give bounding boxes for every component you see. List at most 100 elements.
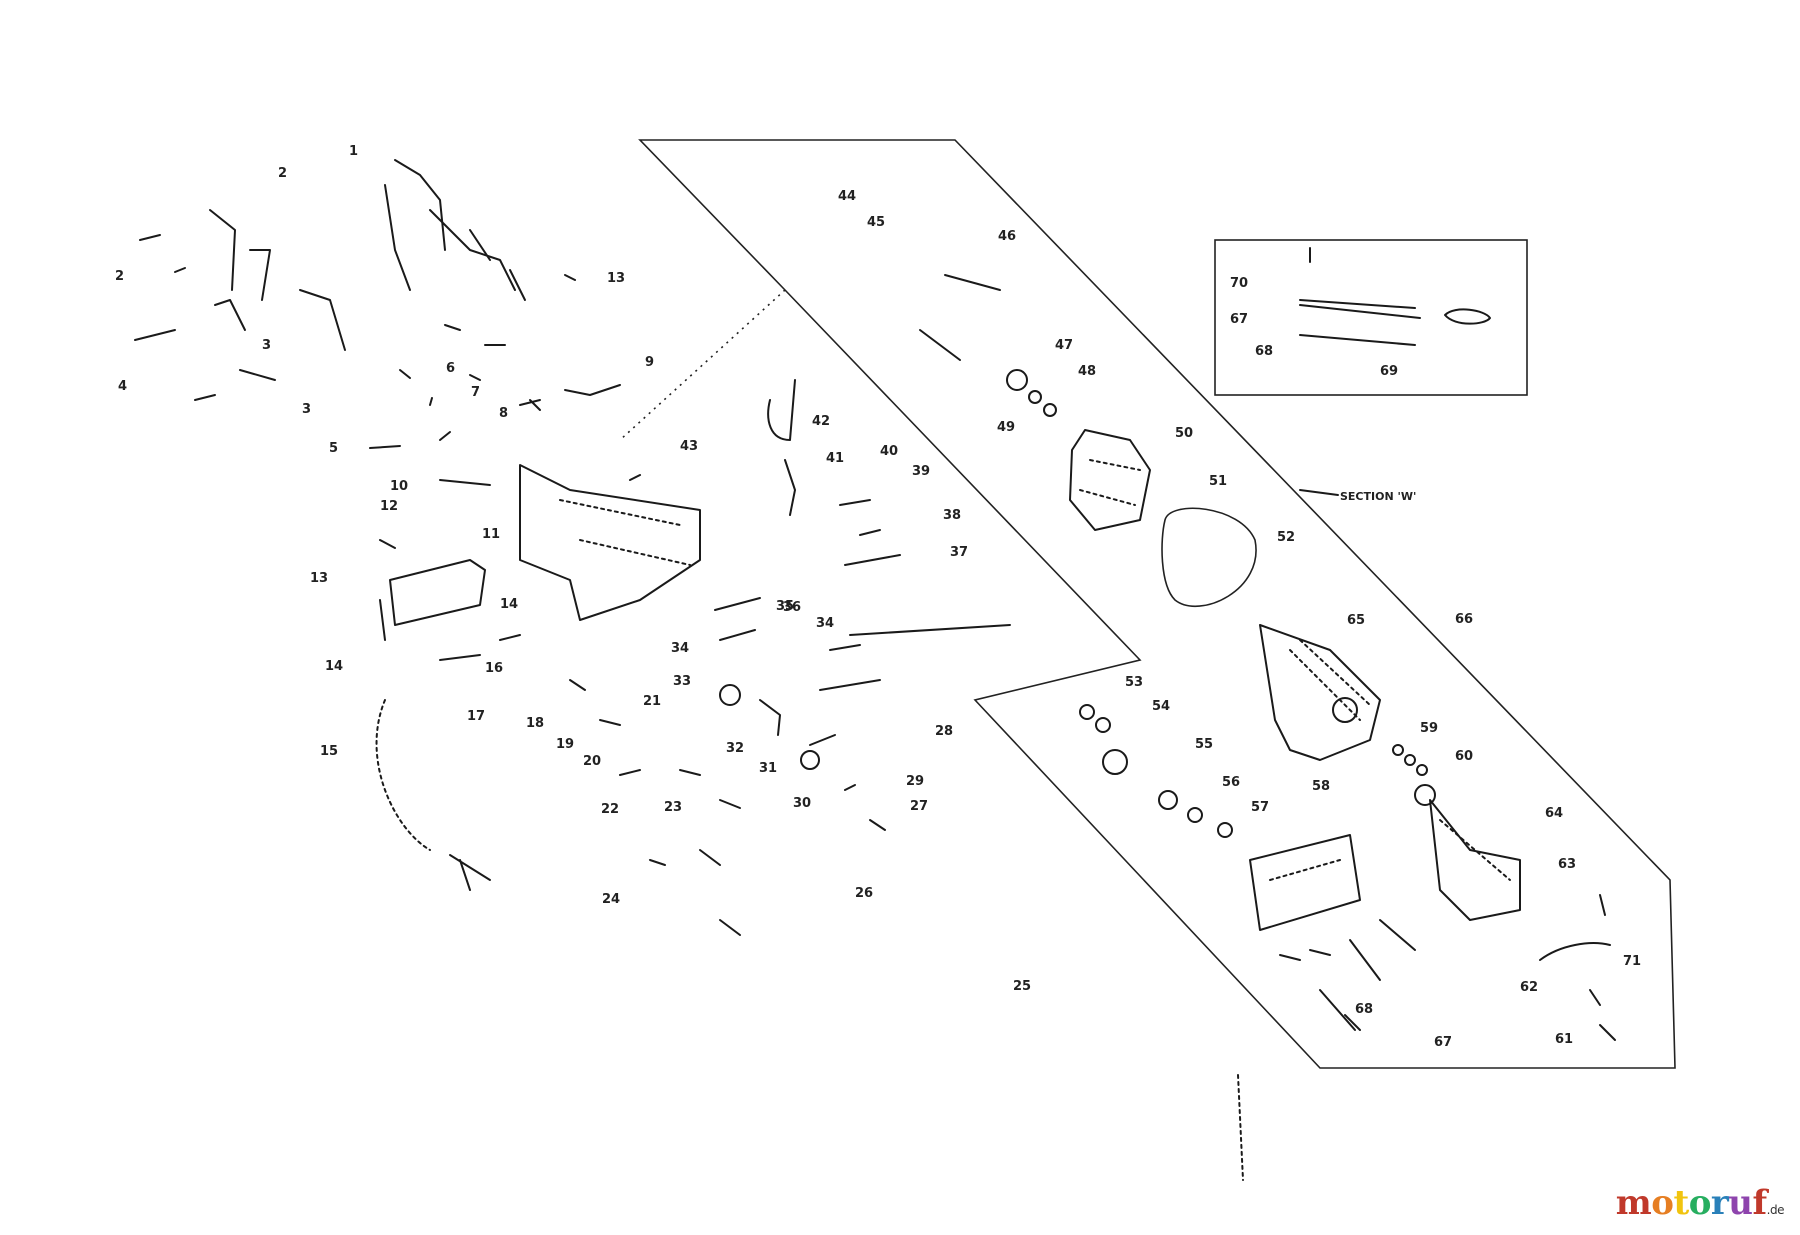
callout-25: 25	[1013, 979, 1031, 994]
callout-58: 58	[1312, 779, 1330, 794]
callout-48: 48	[1078, 364, 1096, 379]
inset-callout-68: 68	[1255, 344, 1273, 359]
motoruf-logo: motoruf.de	[1616, 1183, 1785, 1223]
callout-64b: 65	[1347, 613, 1365, 628]
callout-8: 8	[499, 406, 508, 421]
callout-3b: 3	[302, 402, 311, 417]
callout-15: 15	[320, 744, 338, 759]
inset-callout-70: 70	[1230, 276, 1248, 291]
callout-17: 17	[467, 709, 485, 724]
callout-labels: 1 2 2 3 3 4 5 6 7 8 9 10 11 12 13 13 14 …	[115, 144, 1641, 1050]
callout-23: 23	[664, 800, 682, 815]
vertical-leader-line	[1237, 1074, 1244, 1181]
callout-13a: 13	[310, 571, 328, 586]
callout-2a: 2	[278, 166, 287, 181]
callout-27: 27	[910, 799, 928, 814]
logo-letter: r	[1710, 1183, 1729, 1223]
logo-text: motoruf	[1616, 1183, 1767, 1223]
inset-callout-67: 67	[1230, 312, 1248, 327]
inset-callout-69: 69	[1380, 364, 1398, 379]
callout-45: 45	[867, 215, 885, 230]
callout-26: 26	[855, 886, 873, 901]
logo-letter: m	[1615, 1183, 1652, 1223]
callout-40: 40	[880, 444, 898, 459]
callout-66: 67	[1434, 1035, 1452, 1050]
callout-21: 21	[643, 694, 661, 709]
callout-44: 44	[838, 189, 856, 204]
callout-51: 51	[1209, 474, 1227, 489]
callout-59: 59	[1420, 721, 1438, 736]
section-w-label: SECTION 'W'	[1340, 490, 1416, 503]
callout-43: 43	[680, 439, 698, 454]
callout-13b: 13	[607, 271, 625, 286]
callout-28: 28	[935, 724, 953, 739]
callout-63: 63	[1558, 857, 1576, 872]
callout-29: 29	[906, 774, 924, 789]
callout-24: 24	[602, 892, 620, 907]
callout-9: 9	[645, 355, 654, 370]
callout-37: 37	[950, 545, 968, 560]
callout-54: 54	[1152, 699, 1170, 714]
logo-letter: o	[1688, 1183, 1712, 1223]
callout-30: 30	[793, 796, 811, 811]
callout-39: 39	[912, 464, 930, 479]
callout-3a: 3	[262, 338, 271, 353]
mid-left-frame-group	[375, 479, 621, 891]
callout-22: 22	[601, 802, 619, 817]
callout-34b: 34	[816, 616, 834, 631]
callout-31: 31	[759, 761, 777, 776]
callout-50: 50	[1175, 426, 1193, 441]
callout-47: 47	[1055, 338, 1073, 353]
logo-letter: t	[1673, 1183, 1689, 1223]
callout-42: 42	[812, 414, 830, 429]
callout-62: 62	[1520, 980, 1538, 995]
inset-box	[1214, 239, 1528, 396]
callout-52: 52	[1277, 530, 1295, 545]
callout-65: 66	[1455, 612, 1473, 627]
callout-33: 33	[673, 674, 691, 689]
callout-32: 32	[726, 741, 744, 756]
callout-1: 1	[349, 144, 358, 159]
logo-letter: o	[1651, 1183, 1674, 1223]
callout-11: 11	[482, 527, 500, 542]
callout-64a: 64	[1545, 806, 1563, 821]
callout-10: 10	[390, 479, 408, 494]
callout-53: 53	[1125, 675, 1143, 690]
callout-6: 6	[446, 361, 455, 376]
callout-4: 4	[118, 379, 127, 394]
callout-55: 55	[1195, 737, 1213, 752]
inset-callouts: 70 67 68 69	[1230, 276, 1398, 379]
callout-19: 19	[556, 737, 574, 752]
callout-7: 7	[471, 385, 480, 400]
inset-parts-group	[1299, 247, 1491, 346]
callout-16: 16	[485, 661, 503, 676]
callout-56: 56	[1222, 775, 1240, 790]
callout-18: 18	[526, 716, 544, 731]
callout-2b: 2	[115, 269, 124, 284]
callout-36: 36	[783, 600, 801, 615]
callout-14b: 14	[500, 597, 518, 612]
callout-34a: 34	[671, 641, 689, 656]
callout-49: 49	[997, 420, 1015, 435]
callout-57: 57	[1251, 800, 1269, 815]
callout-5: 5	[329, 441, 338, 456]
callout-67: 68	[1355, 1002, 1373, 1017]
section-label-leader	[1299, 489, 1339, 496]
center-housing-group	[519, 379, 1011, 936]
section-w-motor-group	[919, 274, 1616, 1041]
callout-20: 20	[583, 754, 601, 769]
callout-38: 38	[943, 508, 961, 523]
callout-35: 35	[776, 599, 794, 614]
callout-61: 61	[1555, 1032, 1573, 1047]
callout-14a: 14	[325, 659, 343, 674]
left-linkage-group	[134, 159, 621, 449]
logo-letter: u	[1728, 1183, 1753, 1223]
callout-12: 12	[380, 499, 398, 514]
logo-letter: f	[1752, 1183, 1768, 1223]
callout-60: 60	[1455, 749, 1473, 764]
callout-46: 46	[998, 229, 1016, 244]
callout-41: 41	[826, 451, 844, 466]
callout-71: 71	[1623, 954, 1641, 969]
